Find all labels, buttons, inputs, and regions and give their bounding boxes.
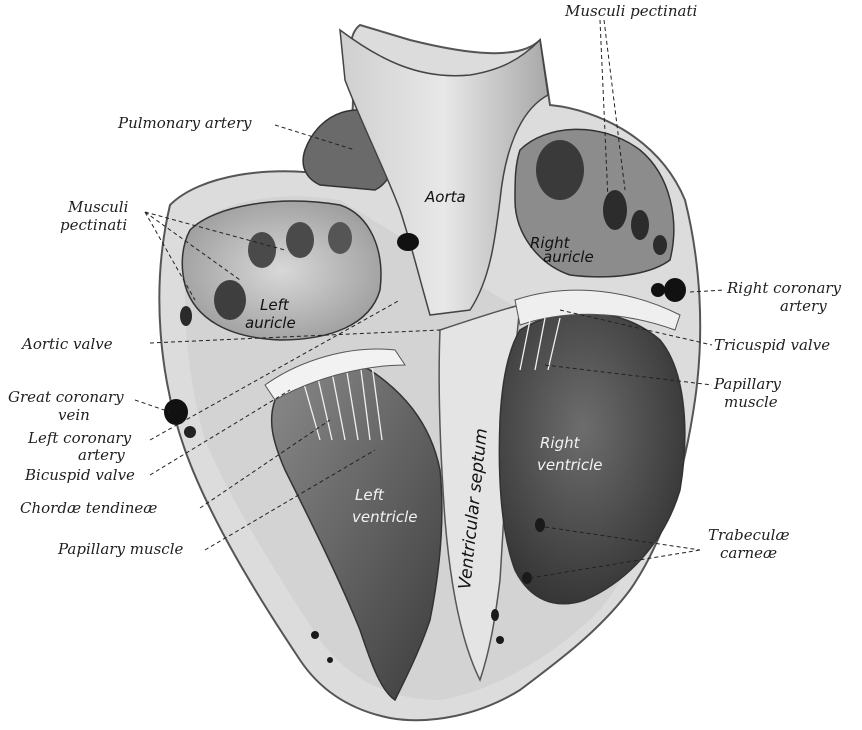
label-left-ventricle-2: ventricle (352, 508, 417, 526)
left-coronary-artery (184, 426, 196, 438)
label-papillary-muscle-left: Papillary muscle (57, 540, 183, 558)
la-pectinate-3 (286, 222, 314, 258)
label-right-coronary-artery-2: artery (780, 297, 827, 315)
label-left-ventricle-1: Left (355, 486, 385, 504)
label-chordae-tendineae: Chordæ tendineæ (20, 499, 157, 517)
right-coronary-vessel-2 (651, 283, 665, 297)
left-ventricle-chamber (270, 363, 443, 702)
great-coronary-vein (164, 399, 188, 425)
label-trabeculae-2: carneæ (720, 544, 777, 562)
label-left-coronary-artery-2: artery (78, 446, 125, 464)
la-small-cavity (180, 306, 192, 326)
la-pectinate-1 (214, 280, 246, 320)
tricuspid-valve (514, 289, 681, 331)
label-right-auricle-1: Right (530, 234, 571, 252)
label-aortic-valve: Aortic valve (20, 335, 113, 353)
label-pulmonary-artery: Pulmonary artery (117, 114, 252, 132)
label-pectinati: pectinati (60, 216, 127, 234)
pectinate-cavity-2 (603, 190, 627, 230)
label-aorta: Aorta (424, 188, 466, 206)
label-bicuspid-valve: Bicuspid valve (24, 466, 135, 484)
label-great-coronary-vein-1: Great coronary (8, 388, 124, 406)
right-chordae (519, 317, 561, 371)
la-pectinate-2 (248, 232, 276, 268)
aorta (339, 28, 549, 316)
pectinate-cavity-4 (653, 235, 667, 255)
label-papillary-muscle-right-2: muscle (724, 393, 778, 411)
label-right-ventricle-2: ventricle (537, 456, 602, 474)
label-musculi: Musculi (67, 198, 129, 216)
pectinate-cavity-3 (631, 210, 649, 240)
la-pectinate-4 (328, 222, 352, 254)
bicuspid-valve (264, 348, 406, 401)
label-trabeculae-1: Trabeculæ (708, 526, 790, 544)
label-papillary-muscle-right-1: Papillary (713, 375, 781, 393)
leader-lines (134, 19, 726, 579)
label-musculi-pectinati-top: Musculi pectinati (564, 2, 697, 20)
right-ventricle-chamber (498, 311, 686, 605)
pectinate-cavity-1 (536, 140, 584, 200)
label-left-coronary-artery-1: Left coronary (27, 429, 132, 447)
label-left-auricle-1: Left (260, 296, 290, 314)
label-right-coronary-artery-1: Right coronary (726, 279, 842, 297)
label-right-auricle-2: auricle (543, 248, 594, 266)
trabeculae-marks (311, 518, 545, 663)
label-right-ventricle-1: Right (540, 434, 581, 452)
label-tricuspid-valve: Tricuspid valve (714, 336, 830, 354)
label-left-auricle-2: auricle (245, 314, 296, 332)
coronary-ostium (397, 233, 419, 251)
right-coronary-vessel-1 (664, 278, 686, 302)
label-great-coronary-vein-2: vein (58, 406, 90, 424)
